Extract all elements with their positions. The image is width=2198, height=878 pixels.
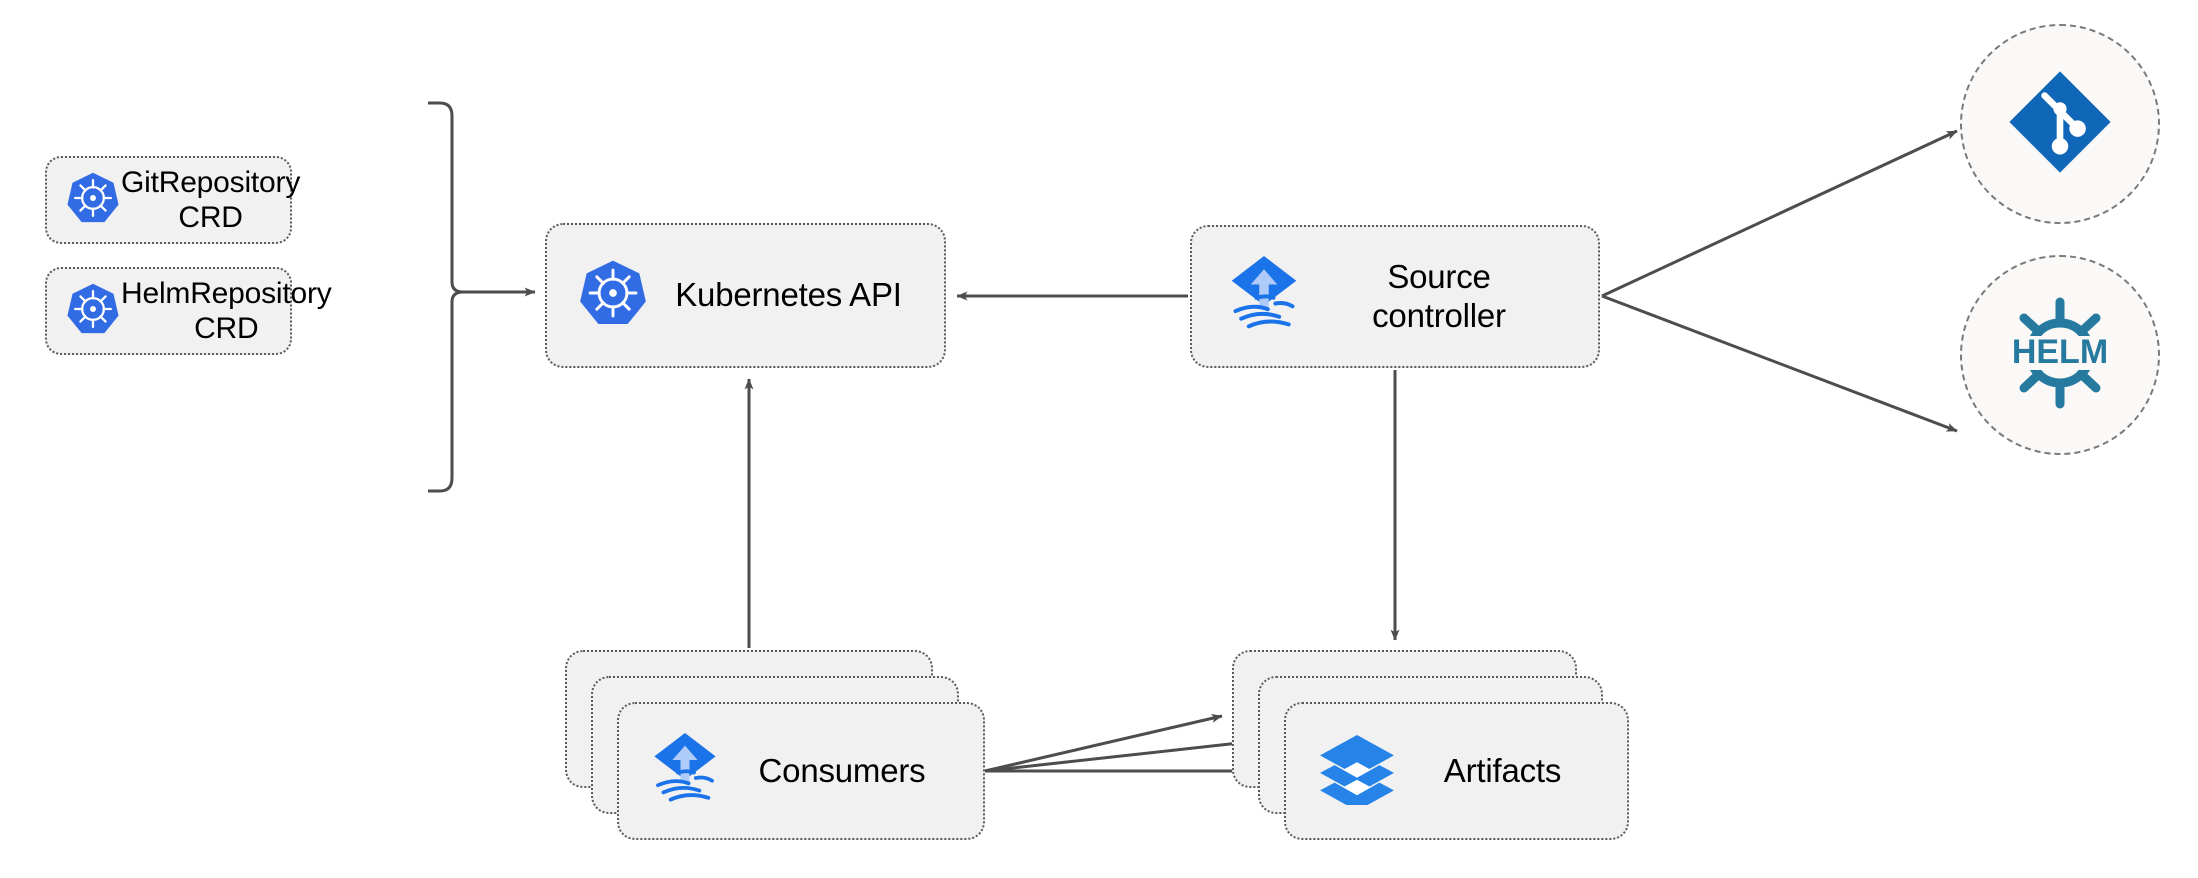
crd-group-bracket	[428, 101, 536, 493]
node-consumers-stack[interactable]: Consumers	[565, 650, 985, 845]
node-kubernetes-api[interactable]: Kubernetes API	[545, 223, 946, 368]
node-label: Kubernetes API	[675, 276, 902, 314]
edge-source-controller-to-git	[1601, 129, 1958, 298]
node-label: GitRepository CRD	[121, 165, 301, 234]
helm-wordmark: HELM	[2012, 333, 2108, 371]
endpoint-helm-repository[interactable]: HELM HELM	[1960, 255, 2160, 455]
edge-source-controller-to-helm	[1601, 294, 1958, 433]
endpoint-git-repository[interactable]: Git	[1960, 24, 2160, 224]
edge-consumers-to-artifact-layer-mid	[984, 738, 1249, 773]
node-helmrepository-crd[interactable]: HelmRepository CRD	[45, 267, 332, 355]
flux-icon	[649, 731, 721, 812]
git-icon	[2005, 67, 2115, 182]
node-label: HelmRepository CRD	[121, 276, 332, 345]
flux-icon	[1226, 254, 1302, 339]
kubernetes-icon	[65, 170, 121, 231]
node-artifacts-stack[interactable]: Artifacts	[1232, 650, 1652, 845]
edge-consumers-to-artifact-layer-back	[984, 713, 1223, 773]
node-label: Artifacts	[1443, 751, 1562, 789]
node-label: Consumers	[758, 751, 926, 789]
layers-icon	[1318, 733, 1396, 811]
helm-icon: HELM	[2000, 294, 2120, 417]
node-artifacts[interactable]: Artifacts	[1284, 702, 1629, 840]
node-label: Source controller	[1372, 257, 1506, 334]
node-consumers[interactable]: Consumers	[617, 702, 985, 840]
node-source-controller[interactable]: Source controller	[1190, 225, 1600, 368]
kubernetes-icon	[65, 281, 121, 342]
node-gitrepository-crd[interactable]: GitRepository CRD	[45, 156, 300, 244]
kubernetes-icon	[577, 257, 649, 334]
